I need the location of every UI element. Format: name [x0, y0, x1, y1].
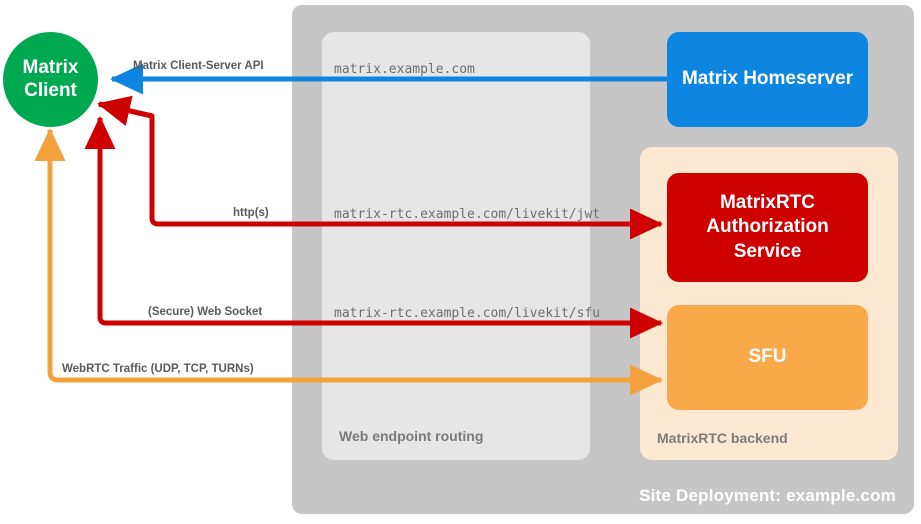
matrix-client-label-line1: Matrix — [22, 57, 79, 79]
node-matrix-client[interactable]: Matrix Client — [3, 32, 98, 127]
matrixrtc-authorization-service-label: MatrixRTC Authorization Service — [706, 192, 829, 262]
protocol-label-sfu-ws: (Secure) Web Socket — [148, 306, 263, 318]
endpoint-label-sfu-ws: matrix-rtc.example.com/livekit/sfu — [334, 306, 601, 321]
web-endpoint-routing-container: Web endpoint routing — [322, 32, 590, 460]
node-sfu[interactable]: SFU — [667, 305, 868, 410]
protocol-label-cs-api: Matrix Client-Server API — [133, 60, 264, 72]
wire-jwt-arrowhead — [97, 95, 153, 126]
matrix-client-label-line2: Client — [24, 79, 77, 101]
web-endpoint-routing-label: Web endpoint routing — [339, 428, 484, 444]
protocol-label-webrtc: WebRTC Traffic (UDP, TCP, TURNs) — [62, 363, 254, 375]
endpoint-label-cs-api: matrix.example.com — [334, 62, 475, 77]
sfu-label: SFU — [748, 346, 787, 368]
node-matrixrtc-authorization-service[interactable]: MatrixRTC Authorization Service — [667, 173, 868, 282]
endpoint-label-jwt: matrix-rtc.example.com/livekit/jwt — [334, 207, 601, 222]
matrix-homeserver-label: Matrix Homeserver — [681, 68, 854, 90]
node-matrix-homeserver[interactable]: Matrix Homeserver — [667, 32, 868, 127]
matrixrtc-backend-label: MatrixRTC backend — [657, 430, 788, 446]
site-deployment-label: Site Deployment: example.com — [639, 486, 896, 505]
protocol-label-jwt: http(s) — [233, 207, 269, 219]
